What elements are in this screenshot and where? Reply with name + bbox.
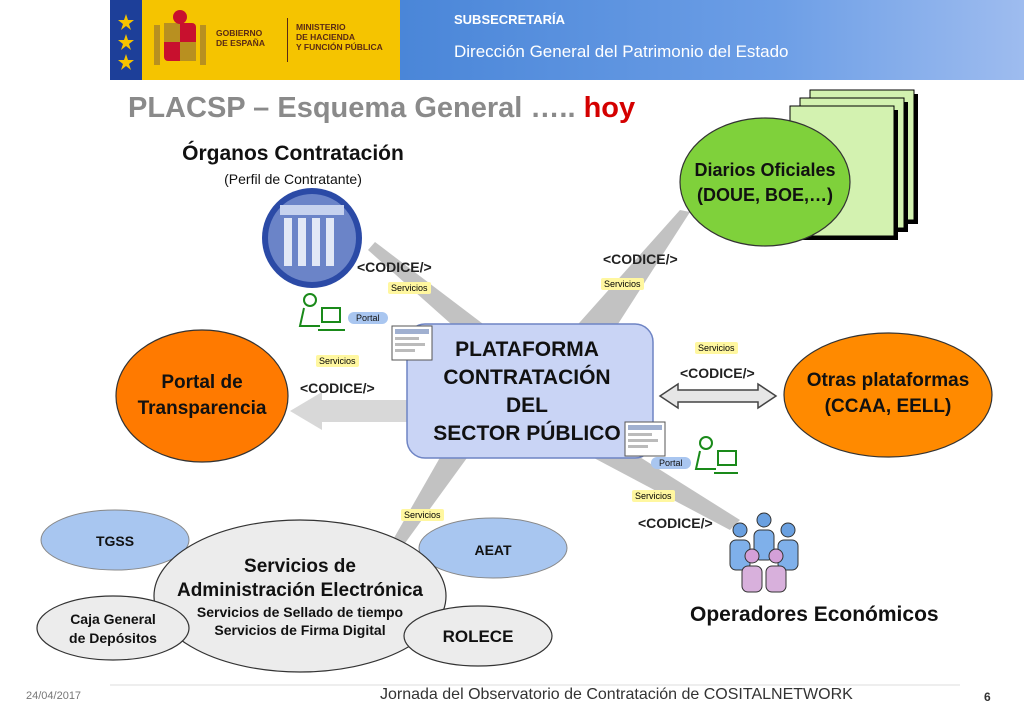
page-title: PLACSP – Esquema General ….. hoy [128, 92, 635, 125]
ray-servicios [390, 440, 480, 550]
screenshot-icon-bottom [624, 421, 666, 457]
eu-stars-icon [118, 14, 134, 70]
otras-line1: Otras plataformas [806, 370, 970, 391]
servicios-admin-line2: Administración Electrónica [176, 580, 423, 601]
header-blue-band [400, 0, 1024, 80]
logo-divider [287, 18, 288, 62]
plataforma-box [406, 323, 654, 459]
ministerio-text: MINISTERIO DE HACIENDA Y FUNCIÓN PÚBLICA [296, 22, 383, 52]
transparencia-line2: Transparencia [137, 398, 267, 419]
plataforma-line1: PLATAFORMA [455, 338, 599, 361]
servicios-badge-otras: Servicios [695, 342, 738, 354]
caja-line2: de Depósitos [69, 630, 157, 646]
caja-ellipse [36, 595, 190, 661]
diarios-line1: Diarios Oficiales [694, 160, 836, 180]
plataforma-line2: CONTRATACIÓN [443, 366, 611, 389]
servicios-badge-transparencia: Servicios [316, 355, 359, 367]
codice-label-otras: <CODICE/> [680, 365, 755, 381]
codice-label-transparencia: <CODICE/> [300, 380, 375, 396]
diarios-ellipse [679, 117, 851, 247]
footer-page-number: 6 [984, 690, 991, 704]
servicios-admin-line4: Servicios de Firma Digital [214, 622, 386, 638]
header-left-margin [0, 0, 110, 80]
title-main: PLACSP – Esquema General ….. [128, 92, 576, 124]
title-highlight: hoy [583, 92, 636, 124]
servicios-badge-admin: Servicios [401, 509, 444, 521]
transparencia-line1: Portal de [161, 372, 243, 393]
arrow-to-transparencia [290, 392, 410, 430]
subsecretaria-label: SUBSECRETARÍA [454, 12, 565, 27]
gobierno-text: GOBIERNO DE ESPAÑA [216, 28, 265, 48]
government-logo-area: GOBIERNO DE ESPAÑA MINISTERIO DE HACIEND… [142, 0, 400, 80]
servicios-admin-line3: Servicios de Sellado de tiempo [196, 604, 404, 620]
operadores-people-icon [729, 512, 799, 593]
servicios-badge-operadores: Servicios [632, 490, 675, 502]
servicios-badge-diarios: Servicios [601, 278, 644, 290]
tgss-label: TGSS [95, 533, 135, 549]
codice-label-operadores: <CODICE/> [638, 515, 713, 531]
servicios-admin-ellipse [153, 519, 447, 673]
person-computer-icon-top [298, 293, 345, 331]
aeat-label: AEAT [474, 542, 512, 558]
portal-pill-bottom: Portal [651, 457, 691, 469]
footer-event-title: Jornada del Observatorio de Contratación… [380, 686, 853, 703]
portal-pill-top: Portal [348, 312, 388, 324]
codice-label-organos: <CODICE/> [357, 259, 432, 275]
rolece-ellipse [403, 605, 553, 667]
person-computer-icon-bottom [694, 436, 738, 474]
coat-of-arms-icon [154, 10, 206, 65]
codice-label-diarios: <CODICE/> [603, 251, 678, 267]
caja-line1: Caja General [70, 611, 156, 627]
servicios-admin-line1: Servicios de [244, 556, 356, 577]
header-banner: GOBIERNO DE ESPAÑA MINISTERIO DE HACIEND… [0, 0, 1024, 80]
organos-subtitle: (Perfil de Contratante) [224, 171, 362, 187]
operadores-label: Operadores Económicos [690, 603, 939, 626]
plataforma-line4: SECTOR PÚBLICO [433, 422, 621, 445]
tgss-ellipse [40, 509, 190, 571]
servicios-badge-organos: Servicios [388, 282, 431, 294]
organos-title: Órganos Contratación [182, 142, 404, 165]
screenshot-icon-top [391, 325, 433, 361]
footer-date: 24/04/2017 [26, 690, 82, 702]
aeat-ellipse [418, 517, 568, 579]
direccion-general-label: Dirección General del Patrimonio del Est… [454, 42, 789, 61]
double-arrow-otras [658, 382, 778, 410]
transparencia-ellipse [115, 329, 289, 463]
rolece-label: ROLECE [442, 627, 514, 646]
organos-building-icon [262, 188, 362, 288]
eu-flag-strip [110, 0, 142, 80]
otras-plataformas-ellipse [783, 332, 993, 458]
diarios-line2: (DOUE, BOE,…) [696, 185, 833, 205]
plataforma-line3: DEL [506, 394, 548, 417]
otras-line2: (CCAA, EELL) [824, 396, 952, 417]
